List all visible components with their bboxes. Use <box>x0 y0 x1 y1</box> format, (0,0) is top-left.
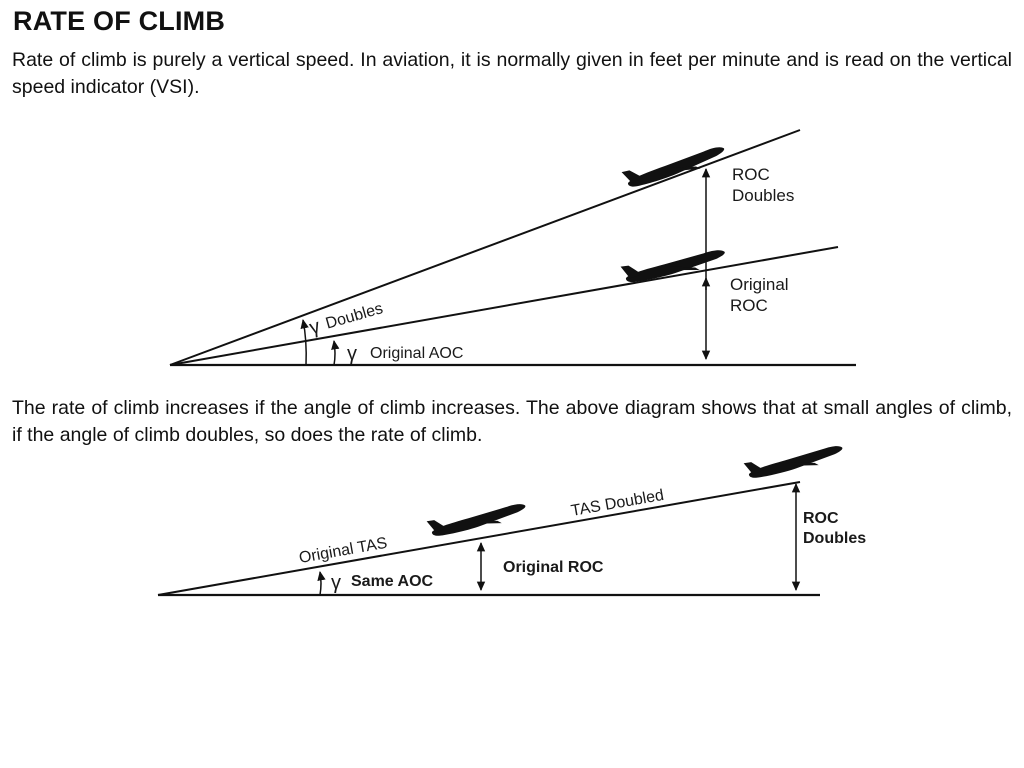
diagram-true-airspeed: TAS Doubled Original TAS γ Same AOC Orig… <box>157 445 866 597</box>
roc-doubles-label-line1: ROC <box>803 510 839 527</box>
diagram-angle-of-climb: ROC Doubles Original ROC γ Doubles γ Ori… <box>169 129 856 367</box>
flight-path <box>157 481 801 596</box>
original-angle-arc <box>331 339 340 366</box>
intro-paragraph: Rate of climb is purely a vertical speed… <box>12 49 1012 98</box>
explanation-paragraph: The rate of climb increases if the angle… <box>12 397 1012 446</box>
original-roc-label: Original ROC <box>503 559 604 576</box>
doubled-angle-gamma-symbol: γ <box>307 315 323 339</box>
doubled-angle-arc <box>300 318 309 366</box>
original-aoc-label: Original AOC <box>370 345 463 362</box>
same-aoc-label: Same AOC <box>351 573 434 590</box>
aircraft-icon <box>620 249 728 284</box>
page-title: RATE OF CLIMB <box>13 6 226 36</box>
roc-doubles-label-line2: Doubles <box>732 186 794 205</box>
aircraft-icon <box>620 145 728 189</box>
same-angle-arc <box>317 570 326 596</box>
doubled-angle-flight-path <box>169 129 801 366</box>
roc-doubles-label-line1: ROC <box>732 165 770 184</box>
original-roc-label-line2: ROC <box>730 296 768 315</box>
original-roc-label-line1: Original <box>730 275 789 294</box>
roc-doubles-label-line2: Doubles <box>803 530 866 547</box>
aircraft-icon <box>743 445 845 480</box>
original-angle-gamma-symbol: γ <box>347 343 357 365</box>
original-angle-flight-path <box>169 246 839 366</box>
same-aoc-gamma-symbol: γ <box>331 572 341 594</box>
